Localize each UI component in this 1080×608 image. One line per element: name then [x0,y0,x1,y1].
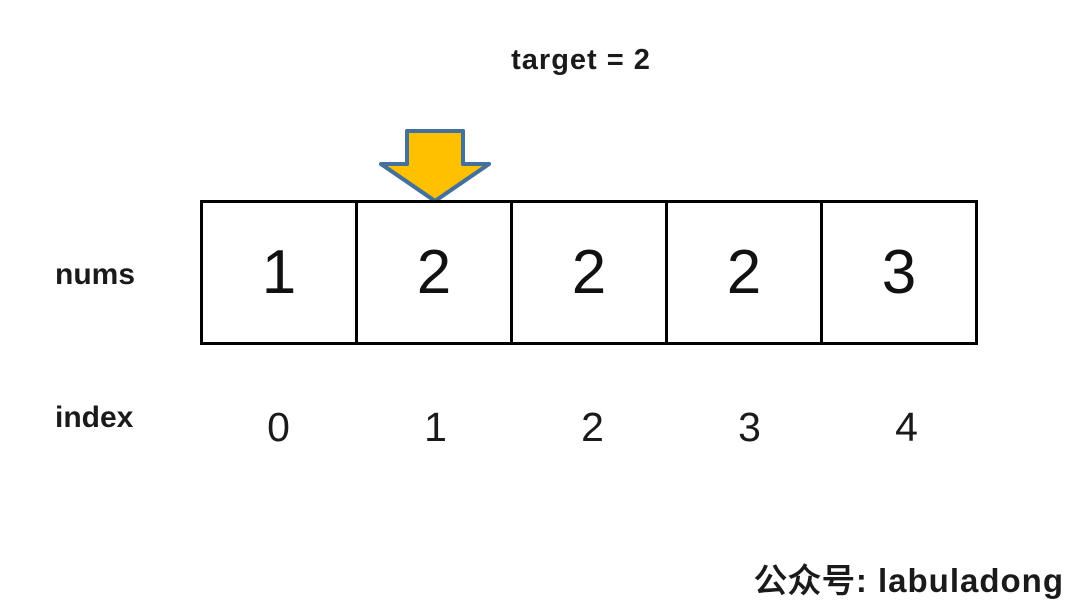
array-cell-1: 2 [355,200,513,345]
watermark-text: 公众号: labuladong [753,562,1064,599]
down-arrow-icon [375,126,495,204]
index-value-4: 4 [895,404,918,450]
nums-array: 1 2 2 2 3 [200,200,978,345]
array-cell-0: 1 [200,200,358,345]
index-value-2: 2 [581,404,604,450]
nums-label: nums [55,258,136,291]
target-title: target = 2 [511,44,651,76]
array-cell-2: 2 [510,200,668,345]
index-label: index [55,401,134,434]
index-value-0: 0 [267,404,290,450]
index-value-3: 3 [738,404,761,450]
index-row: 0 1 2 3 4 [200,404,988,451]
array-cell-3: 2 [665,200,823,345]
array-cell-4: 3 [820,200,978,345]
index-value-1: 1 [424,404,447,450]
